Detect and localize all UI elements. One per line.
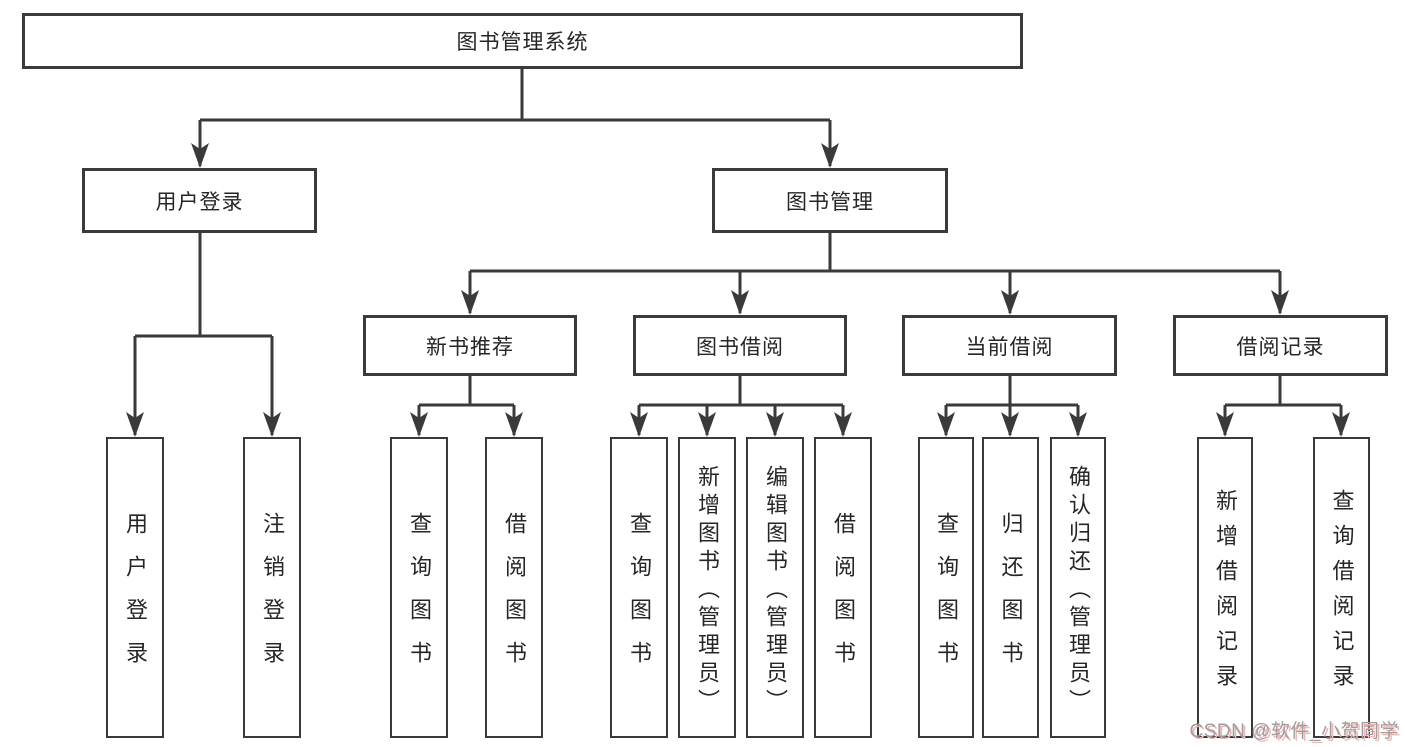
- leaf-add-borrow-record-label: 新增借阅记录: [1213, 489, 1238, 699]
- leaf-add-borrow-record: 新增借阅记录: [1197, 437, 1253, 738]
- leaf-query-book-borrow-label: 查询图书: [627, 512, 652, 684]
- leaf-query-book-current-label: 查询图书: [934, 512, 959, 684]
- node-current-borrow: 当前借阅: [902, 315, 1117, 376]
- arrowheads: [126, 143, 1350, 437]
- node-user-login: 用户登录: [82, 168, 317, 233]
- node-new-book-recommend: 新书推荐: [363, 315, 577, 376]
- leaf-edit-book-admin: 编辑图书（管理员）: [746, 437, 804, 738]
- leaf-query-book-current: 查询图书: [918, 437, 974, 738]
- leaf-query-book-recommend: 查询图书: [390, 437, 448, 738]
- node-library-management-system: 图书管理系统: [22, 13, 1023, 69]
- leaf-user-login-label: 用户登录: [123, 512, 148, 684]
- leaf-borrow-book-label: 借阅图书: [831, 512, 856, 684]
- leaf-borrow-book-recommend: 借阅图书: [485, 437, 543, 738]
- leaf-return-book: 归还图书: [982, 437, 1039, 738]
- csdn-watermark: CSDN @软件_小贺同学: [1189, 721, 1399, 742]
- leaf-query-borrow-record: 查询借阅记录: [1313, 437, 1370, 738]
- leaf-edit-book-admin-label: 编辑图书（管理员）: [763, 464, 788, 717]
- node-book-borrow: 图书借阅: [633, 315, 847, 376]
- leaf-add-book-admin: 新增图书（管理员）: [678, 437, 736, 738]
- leaf-query-book-recommend-label: 查询图书: [407, 512, 432, 684]
- leaf-borrow-book-recommend-label: 借阅图书: [502, 512, 527, 684]
- leaf-confirm-return-admin-label: 确认归还（管理员）: [1066, 464, 1091, 717]
- node-borrow-records: 借阅记录: [1173, 315, 1388, 376]
- node-book-management: 图书管理: [712, 168, 948, 233]
- leaf-add-book-admin-label: 新增图书（管理员）: [695, 464, 720, 717]
- leaf-borrow-book: 借阅图书: [814, 437, 872, 738]
- leaf-user-login: 用户登录: [106, 437, 164, 738]
- leaf-query-borrow-record-label: 查询借阅记录: [1329, 489, 1355, 699]
- leaf-confirm-return-admin: 确认归还（管理员）: [1050, 437, 1106, 738]
- leaf-logout: 注销登录: [243, 437, 301, 738]
- leaf-logout-label: 注销登录: [260, 512, 285, 684]
- leaf-query-book-borrow: 查询图书: [610, 437, 668, 738]
- leaf-return-book-label: 归还图书: [998, 512, 1024, 684]
